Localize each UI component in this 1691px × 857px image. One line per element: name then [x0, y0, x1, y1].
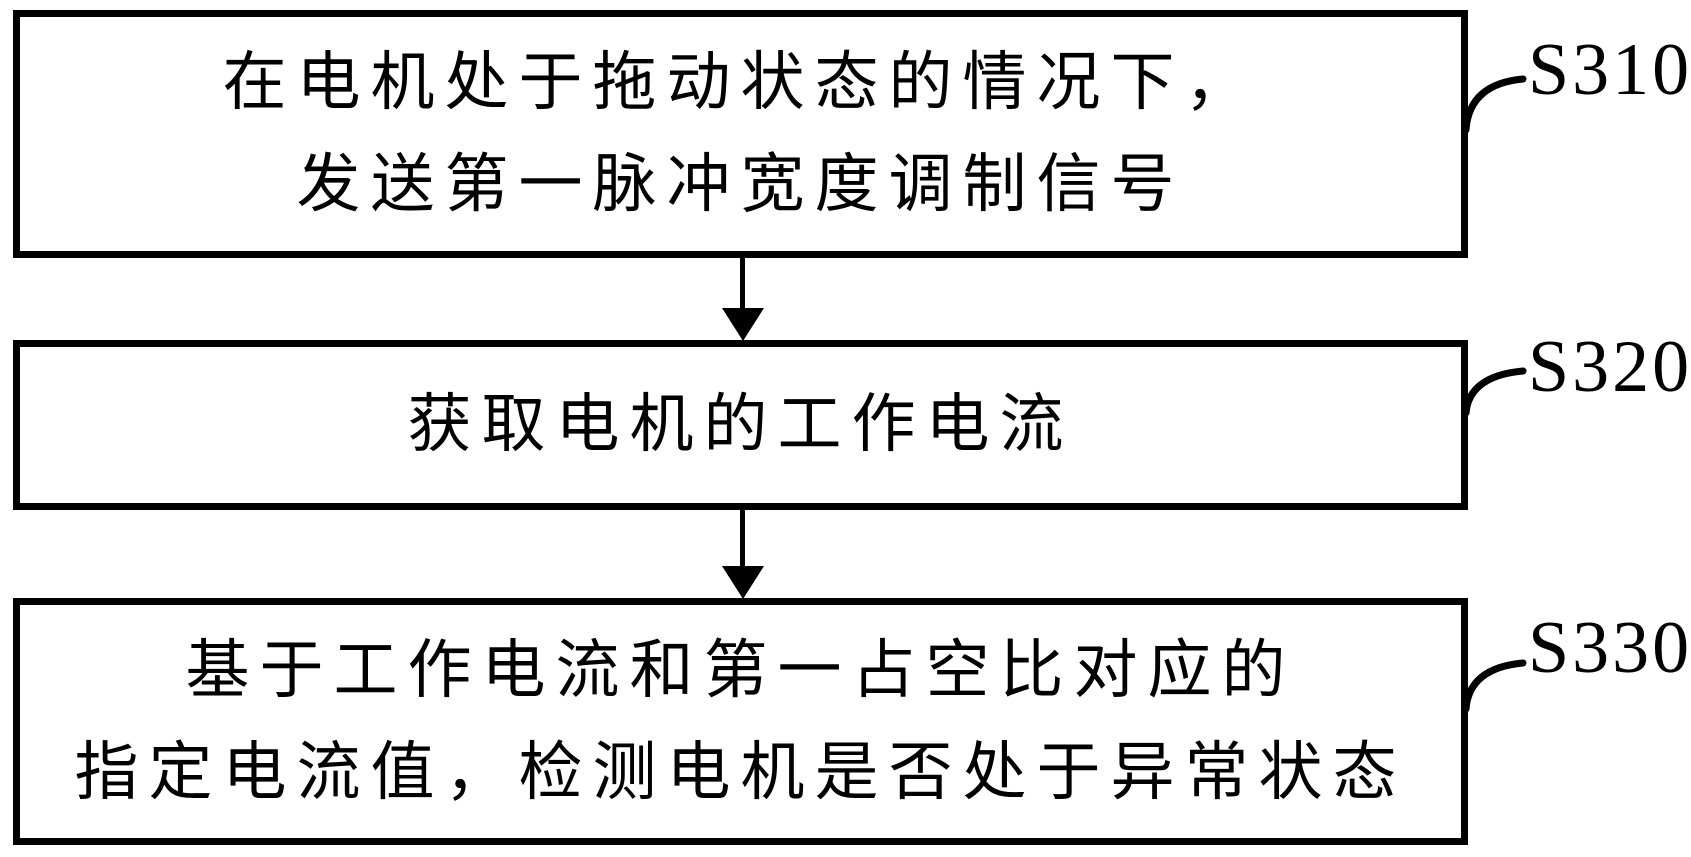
- step-label-s330: S330: [1528, 607, 1691, 689]
- step-box-s320: 获取电机的工作电流: [13, 340, 1468, 510]
- step-s320-text-line-1: 获取电机的工作电流: [407, 389, 1074, 460]
- step-s310-text-line-1: 在电机处于拖动状态的情况下，: [222, 47, 1259, 118]
- down-arrow-1-stem: [740, 256, 745, 312]
- down-arrow-2-head-icon: [722, 566, 764, 599]
- step-box-s310: 在电机处于拖动状态的情况下， 发送第一脉冲宽度调制信号: [13, 10, 1468, 258]
- down-arrow-2-stem: [740, 508, 745, 570]
- down-arrow-1-head-icon: [722, 308, 764, 341]
- step-s310-text-line-2: 发送第一脉冲宽度调制信号: [296, 149, 1185, 220]
- step-s330-text-line-1: 基于工作电流和第一占空比对应的: [185, 634, 1296, 706]
- leader-curve-s310: [1462, 75, 1527, 134]
- step-box-s330: 基于工作电流和第一占空比对应的 指定电流值，检测电机是否处于异常状态: [13, 598, 1468, 845]
- step-label-s310: S310: [1528, 29, 1691, 111]
- leader-curve-s320: [1462, 367, 1527, 417]
- step-s330-text-line-2: 指定电流值，检测电机是否处于异常状态: [74, 736, 1407, 808]
- leader-curve-s330: [1462, 659, 1527, 713]
- step-label-s320: S320: [1528, 326, 1691, 408]
